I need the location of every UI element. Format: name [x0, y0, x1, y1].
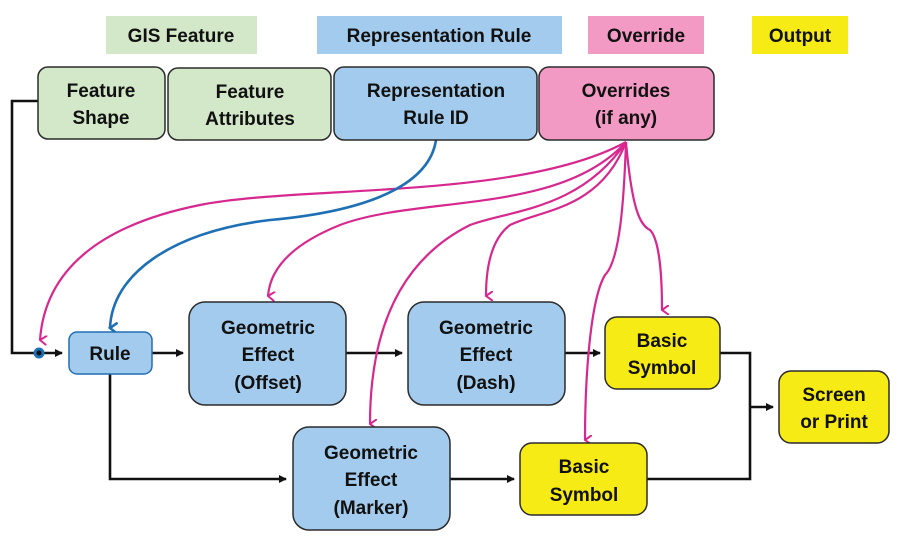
legend-output: Output: [752, 16, 848, 54]
node-label: Basic: [637, 331, 688, 352]
flow-basic-symbol-1-to-merge: [646, 351, 752, 481]
node-label: Effect: [242, 345, 295, 366]
legend-swatch-override: [588, 16, 704, 54]
node-label: (Offset): [234, 373, 302, 394]
legend-override: Override: [588, 16, 704, 54]
node-screen-or-print: Screen or Print: [778, 370, 890, 444]
node-overrides: Overrides (if any): [538, 66, 715, 141]
override-arrow-to-basic-symbol-2: [583, 141, 628, 440]
override-arrow-to-dash: [484, 141, 628, 296]
legend-label-override: Override: [607, 26, 685, 47]
input-junction-dot: [33, 347, 45, 359]
node-label: (Dash): [456, 373, 515, 394]
node-label: Screen: [802, 385, 865, 406]
node-label: Shape: [72, 108, 129, 129]
node-basic-symbol-1: Basic Symbol: [604, 316, 721, 390]
node-geometric-effect-marker: Geometric Effect (Marker): [292, 426, 451, 531]
node-rule: Rule: [68, 331, 153, 375]
flow-rule-to-marker: [108, 374, 287, 483]
node-label: Effect: [345, 470, 398, 491]
legend-label-output: Output: [769, 26, 832, 47]
rule-id-arrow-to-rule: [110, 139, 438, 328]
legend-swatch-output: [752, 16, 848, 54]
node-label: Symbol: [628, 358, 697, 379]
node-geometric-effect-dash: Geometric Effect (Dash): [407, 301, 566, 406]
node-label: Effect: [460, 345, 513, 366]
node-basic-symbol-2: Basic Symbol: [519, 442, 648, 516]
node-label: Attributes: [205, 109, 295, 130]
node-label: Overrides: [582, 81, 671, 102]
node-label: (if any): [595, 108, 657, 129]
node-feature-attributes: Feature Attributes: [167, 67, 332, 141]
override-arrow-to-basic-symbol-1: [624, 141, 662, 310]
flow-lines: [10, 99, 774, 483]
legend-gis-feature: GIS Feature: [106, 16, 257, 54]
node-geometric-effect-offset: Geometric Effect (Offset): [188, 301, 347, 406]
legend-label-representation-rule: Representation Rule: [347, 26, 532, 47]
node-label: or Print: [800, 412, 868, 433]
node-feature-shape: Feature Shape: [37, 66, 166, 140]
legend: GIS Feature Representation Rule Override…: [106, 16, 848, 54]
override-arrow-to-rule-input: [40, 141, 627, 340]
node-label: Rule: [89, 344, 130, 365]
legend-swatch-gis-feature: [106, 16, 257, 54]
node-representation-rule-id: Representation Rule ID: [333, 66, 538, 141]
override-arrow-to-offset: [268, 141, 627, 296]
node-label: Feature: [216, 82, 285, 103]
node-label: Rule ID: [403, 108, 468, 129]
node-label: Geometric: [439, 318, 533, 339]
legend-label-gis-feature: GIS Feature: [128, 26, 235, 47]
node-label: Symbol: [550, 485, 619, 506]
node-label: Geometric: [221, 318, 315, 339]
node-label: Feature: [67, 81, 136, 102]
node-label: Basic: [559, 457, 610, 478]
node-label: Geometric: [324, 443, 418, 464]
override-arrow-to-marker: [368, 141, 627, 424]
legend-representation-rule: Representation Rule: [317, 16, 562, 54]
node-label: (Marker): [334, 498, 409, 519]
override-arrows: [40, 141, 662, 440]
legend-swatch-representation-rule: [317, 16, 562, 54]
node-label: Representation: [367, 81, 505, 102]
